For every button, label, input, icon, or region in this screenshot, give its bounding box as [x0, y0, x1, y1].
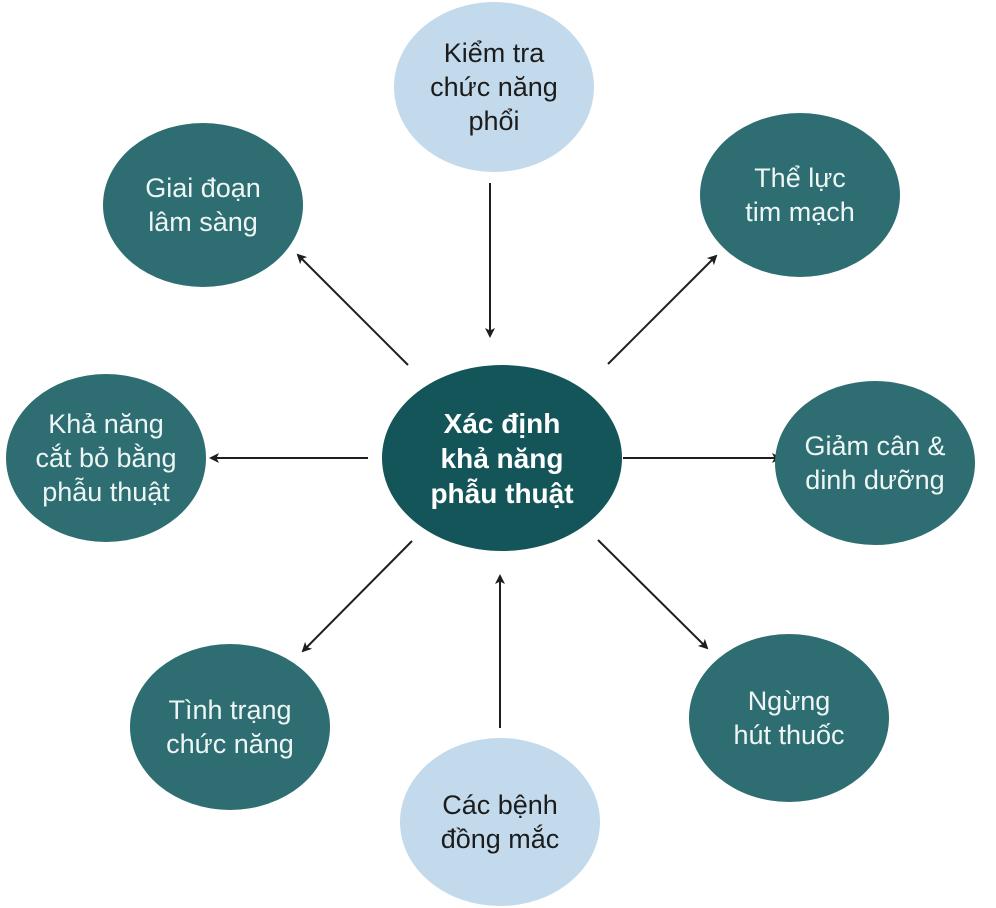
node-lung-function-line-2: chức năng [430, 72, 558, 102]
node-clinical-stage-line-1: Giai đoạn [145, 173, 261, 203]
node-clinical-stage-line-2: lâm sàng [148, 207, 258, 237]
functional-status-shape [130, 644, 330, 810]
node-lung-function-line-3: phổi [468, 106, 520, 136]
node-lung-function-line-1: Kiểm tra [443, 38, 545, 68]
weight-nutrition-shape [775, 381, 975, 545]
arrow-center-to-clinical-stage [296, 253, 409, 366]
center-line-1: Xác định [443, 407, 561, 439]
node-cardio-fitness-line-2: tim mạch [745, 197, 855, 227]
node-comorbidities-line-1: Các bệnh [442, 790, 558, 820]
clinical-stage-shape [103, 123, 303, 287]
node-functional-status-line-2: chức năng [166, 729, 294, 759]
resectability-shape [6, 374, 206, 542]
lung-function-shape [394, 2, 594, 172]
node-quit-smoking: Ngừng hút thuốc [689, 634, 889, 802]
node-quit-smoking-line-2: hút thuốc [733, 720, 845, 750]
arrow-center-to-functional-status [301, 540, 413, 653]
node-cardio-fitness-line-1: Thể lực [754, 163, 846, 193]
node-resectability-line-1: Khả năng [48, 409, 164, 439]
node-clinical-stage: Giai đoạn lâm sàng [103, 123, 303, 287]
node-weight-nutrition-line-1: Giảm cân & [804, 431, 946, 461]
node-resectability: Khả năng cắt bỏ bằng phẫu thuật [6, 374, 206, 542]
node-quit-smoking-line-1: Ngừng [747, 686, 831, 716]
node-weight-nutrition: Giảm cân & dinh dưỡng [775, 381, 975, 545]
node-weight-nutrition-line-2: dinh dưỡng [805, 465, 945, 495]
center-node-shape [382, 365, 622, 551]
node-comorbidities-line-2: đồng mắc [440, 824, 560, 854]
node-functional-status: Tình trạng chức năng [130, 644, 330, 810]
arrow-center-to-cardio-fitness [607, 254, 718, 365]
comorbidities-shape [400, 738, 600, 906]
node-comorbidities: Các bệnh đồng mắc [400, 738, 600, 906]
arrow-center-to-quit-smoking [597, 539, 709, 650]
quit-smoking-shape [689, 634, 889, 802]
node-cardio-fitness: Thể lực tim mạch [700, 113, 900, 277]
center-line-2: khả năng [440, 442, 564, 474]
node-shapes [6, 2, 975, 906]
node-resectability-line-3: phẫu thuật [42, 477, 170, 507]
center-line-3: phẫu thuật [430, 477, 574, 509]
node-resectability-line-2: cắt bỏ bằng [35, 443, 177, 473]
node-functional-status-line-1: Tình trạng [168, 695, 292, 725]
center-node: Xác định khả năng phẫu thuật [382, 365, 622, 551]
arrows [209, 183, 782, 728]
cardio-fitness-shape [700, 113, 900, 277]
node-lung-function: Kiểm tra chức năng phổi [394, 2, 594, 172]
